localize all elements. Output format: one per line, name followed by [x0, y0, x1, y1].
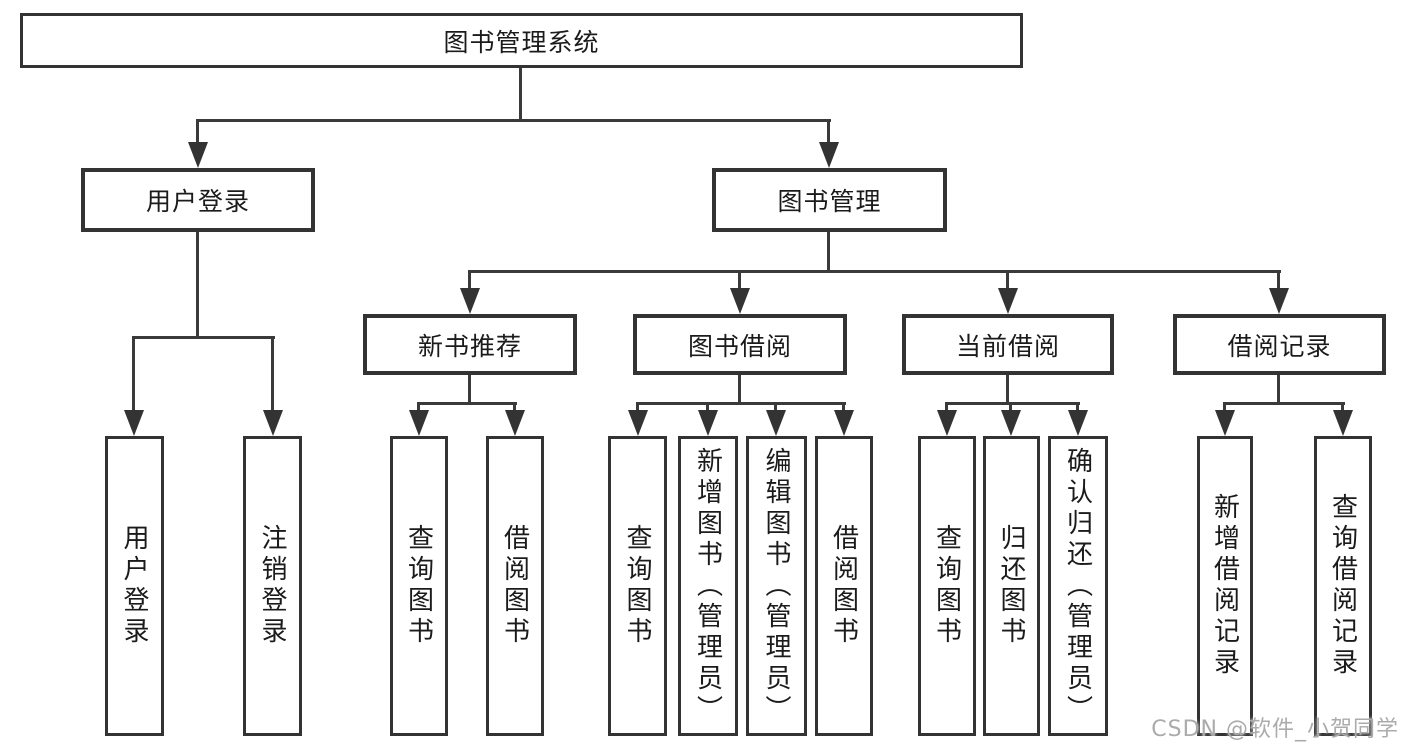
arrowhead-current-borrowing-icon	[998, 288, 1018, 314]
arrowhead-return-books-icon	[1001, 410, 1021, 436]
arrowhead-leaf-logout-icon	[263, 410, 283, 436]
leaf-add-borrow-record: 新增借阅记录	[1197, 436, 1253, 736]
arrowhead-add-borrow-record-icon	[1215, 410, 1235, 436]
leaf-borrow-books-borrowing: 借阅图书	[815, 436, 873, 736]
arrowhead-query-books-3-icon	[937, 410, 957, 436]
connector-current-borrowing-stem	[1006, 375, 1009, 404]
node-current-borrowing: 当前借阅	[902, 314, 1114, 375]
connector-drop-borrow-books-1	[513, 402, 516, 414]
connector-user-login-stem	[196, 232, 199, 339]
arrowhead-query-books-2-icon	[628, 410, 648, 436]
leaf-query-books-borrowing: 查询图书	[608, 436, 667, 736]
connector-drop-user-login	[196, 119, 199, 144]
connector-drop-query-books-1	[417, 402, 420, 414]
connector-new-book-recommend-stem	[468, 375, 471, 404]
leaf-label: 查询借阅记录	[1327, 493, 1358, 679]
node-borrowing-records: 借阅记录	[1173, 314, 1386, 375]
connector-drop-return-books	[1009, 402, 1012, 414]
arrowhead-confirm-return-icon	[1068, 410, 1088, 436]
arrowhead-user-login-icon	[188, 142, 208, 168]
leaf-user-login: 用户登录	[105, 436, 164, 736]
connector-borrowing-records-split	[1223, 402, 1345, 405]
connector-drop-book-borrowing	[738, 270, 741, 290]
leaf-borrow-books-recommend: 借阅图书	[486, 436, 544, 736]
arrowhead-edit-books-icon	[766, 410, 786, 436]
arrowhead-query-books-1-icon	[409, 410, 429, 436]
connector-drop-edit-books	[774, 402, 777, 414]
arrowhead-query-borrow-record-icon	[1333, 410, 1353, 436]
connector-root-stem	[519, 68, 522, 122]
node-book-management: 图书管理	[712, 168, 947, 232]
arrowhead-borrow-books-1-icon	[505, 410, 525, 436]
connector-drop-leaf-user-login	[132, 336, 135, 412]
leaf-label: 确认归还（管理员）	[1062, 446, 1093, 726]
connector-drop-borrowing-records	[1277, 270, 1280, 290]
connector-drop-book-management	[827, 119, 830, 144]
connector-book-borrowing-stem	[738, 375, 741, 404]
connector-level1-split	[196, 119, 831, 122]
leaf-label: 借阅图书	[499, 524, 530, 648]
leaf-logout: 注销登录	[243, 436, 302, 736]
connector-drop-add-borrow-record	[1223, 402, 1226, 414]
connector-book-management-stem	[827, 232, 830, 273]
node-new-book-recommend: 新书推荐	[363, 314, 577, 375]
leaf-label: 借阅图书	[828, 524, 859, 648]
leaf-confirm-return-admin: 确认归还（管理员）	[1048, 436, 1108, 736]
node-label: 借阅记录	[1227, 331, 1332, 361]
leaf-label: 查询图书	[403, 524, 434, 648]
connector-drop-leaf-logout	[271, 336, 274, 412]
connector-drop-query-books-2	[636, 402, 639, 414]
node-label: 图书借阅	[687, 331, 792, 361]
leaf-query-borrow-record: 查询借阅记录	[1314, 436, 1372, 736]
connector-drop-query-books-3	[945, 402, 948, 414]
connector-drop-new-book-recommend	[468, 270, 471, 290]
arrowhead-borrow-books-2-icon	[834, 410, 854, 436]
leaf-label: 用户登录	[119, 524, 149, 648]
arrowhead-book-borrowing-icon	[730, 288, 750, 314]
node-label: 图书管理	[777, 187, 882, 216]
node-label: 当前借阅	[955, 331, 1060, 361]
arrowhead-add-books-icon	[698, 410, 718, 436]
leaf-return-books: 归还图书	[983, 436, 1040, 736]
connector-drop-confirm-return	[1076, 402, 1079, 414]
connector-borrowing-records-stem	[1277, 375, 1280, 404]
connector-drop-add-books	[706, 402, 709, 414]
leaf-label: 新增图书（管理员）	[692, 446, 723, 726]
connector-new-book-recommend-split	[417, 402, 517, 405]
arrowhead-borrowing-records-icon	[1269, 288, 1289, 314]
leaf-label: 归还图书	[996, 524, 1026, 648]
leaf-label: 查询图书	[622, 524, 652, 648]
leaf-add-books-admin: 新增图书（管理员）	[678, 436, 738, 736]
arrowhead-new-book-recommend-icon	[460, 288, 480, 314]
node-library-management-system: 图书管理系统	[20, 13, 1023, 68]
node-user-login: 用户登录	[81, 168, 315, 232]
leaf-label: 编辑图书（管理员）	[761, 446, 791, 726]
connector-book-borrowing-split	[636, 402, 846, 405]
leaf-label: 注销登录	[257, 524, 287, 648]
connector-user-login-split	[132, 336, 275, 339]
connector-current-borrowing-split	[945, 402, 1080, 405]
leaf-edit-books-admin: 编辑图书（管理员）	[746, 436, 807, 736]
connector-drop-borrow-books-2	[842, 402, 845, 414]
leaf-query-books-current: 查询图书	[918, 436, 976, 736]
connector-drop-current-borrowing	[1006, 270, 1009, 290]
node-book-borrowing: 图书借阅	[633, 314, 847, 375]
leaf-label: 新增借阅记录	[1209, 493, 1240, 679]
connector-level3-split	[468, 270, 1281, 273]
node-label: 用户登录	[145, 187, 250, 216]
node-label: 图书管理系统	[443, 27, 600, 57]
leaf-label: 查询图书	[931, 524, 962, 648]
csdn-watermark: CSDN @软件_小贺同学	[1151, 717, 1399, 742]
node-label: 新书推荐	[417, 331, 522, 361]
leaf-query-books-recommend: 查询图书	[390, 436, 448, 736]
arrowhead-leaf-user-login-icon	[124, 410, 144, 436]
connector-drop-query-borrow-record	[1341, 402, 1344, 414]
arrowhead-book-management-icon	[819, 142, 839, 168]
